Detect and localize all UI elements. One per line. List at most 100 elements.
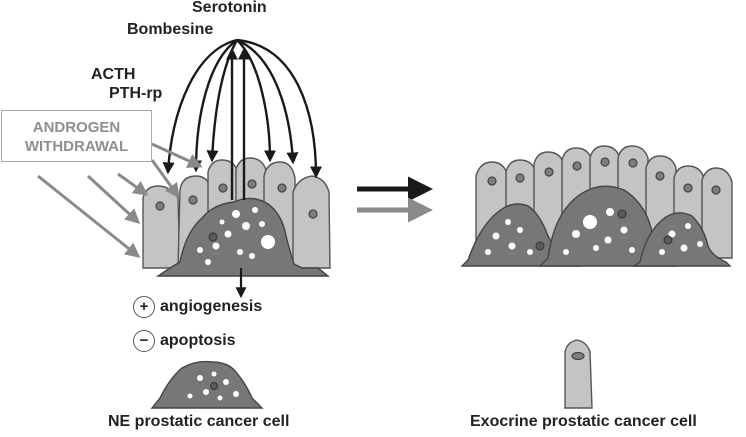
label-bombesine: Bombesine [127,21,214,38]
nucleus [308,209,318,219]
label-apoptosis: apoptosis [160,332,236,349]
granule [606,208,614,216]
granule [527,249,533,255]
right-ne-cells [460,185,732,267]
granule [219,219,225,225]
granule [212,242,220,250]
granule [237,249,243,255]
granule [593,245,599,251]
granule [205,259,211,265]
nucleus [628,158,638,168]
label-angiogenesis: angiogenesis [160,298,263,315]
granule [252,207,258,213]
label-pthrp: PTH-rp [109,85,163,102]
nucleus [544,167,554,177]
label-serotonin: Serotonin [192,0,267,16]
exocrine-cell [142,185,181,269]
single-ne-cell [150,360,264,409]
right-exocrine-nuclei [487,157,721,195]
granule [249,253,255,259]
nucleus [571,351,585,361]
ne-cell-body [155,197,330,277]
granule [259,221,265,227]
granule [620,226,628,234]
granule [668,230,676,238]
granule [187,393,193,399]
nucleus [617,209,627,219]
granule [232,210,240,218]
exocrine-cell [564,339,593,409]
androgen-arrow [37,174,141,258]
granule [685,223,691,229]
granule [223,379,229,385]
androgen-arrows [37,142,203,258]
plus-sign-icon: + [133,296,155,318]
androgen-withdrawal-box: ANDROGEN WITHDRAWAL [1,110,152,162]
exocrine-cell [701,167,733,259]
granule [505,219,511,225]
granule [485,249,491,255]
granule [197,247,203,253]
nucleus [655,171,665,181]
ne-cell-body [150,360,264,409]
granule [242,222,250,230]
nucleus [515,173,525,183]
hormone-arc [190,39,238,173]
transition-arrows [357,176,433,223]
left-exocrine-nuclei [155,179,318,219]
granule [583,215,597,229]
ne-cell-body [631,212,732,267]
nucleus [208,232,218,242]
hormone-arc [206,39,239,163]
single-exocrine-cell [564,339,593,409]
granule [211,371,217,377]
hormone-arcs [162,38,322,200]
nucleus [247,179,257,189]
nucleus [210,382,218,390]
granule [680,244,688,252]
nucleus [683,183,693,193]
hormone-arc [236,38,322,179]
caption-ne-cell: NE prostatic cancer cell [108,413,290,430]
androgen-arrow [86,174,141,225]
granule [224,230,232,238]
nucleus [711,185,721,195]
granule [197,375,203,381]
granule [261,235,275,249]
left-ne-cell [155,197,330,277]
granule [604,236,612,244]
granule [572,230,580,238]
granule [203,389,209,395]
hormone-arc [236,38,299,165]
androgen-withdrawal-line1: ANDROGEN [32,119,121,136]
granule [563,249,569,255]
caption-exocrine-cell: Exocrine prostatic cancer cell [470,413,697,430]
granule [697,241,703,247]
nucleus [155,201,165,211]
granule [659,249,665,255]
nucleus [218,183,228,193]
androgen-arrow [117,172,149,196]
nucleus [572,161,582,171]
granule [217,395,223,401]
granule [492,232,500,240]
androgen-arrow [151,142,203,168]
label-acth: ACTH [91,66,136,83]
granule [233,391,239,397]
nucleus [663,235,673,245]
granule [629,247,635,253]
nucleus [487,176,497,186]
nucleus [277,183,287,193]
androgen-withdrawal-line2: WITHDRAWAL [24,138,129,155]
hormone-arc [236,39,276,163]
granule [508,242,516,250]
nucleus [535,241,545,251]
androgen-arrow [150,159,180,199]
granule [517,227,523,233]
nucleus [188,195,198,205]
hormone-arc [162,38,238,175]
exocrine-cell [292,175,331,269]
minus-sign-icon: − [133,330,155,352]
